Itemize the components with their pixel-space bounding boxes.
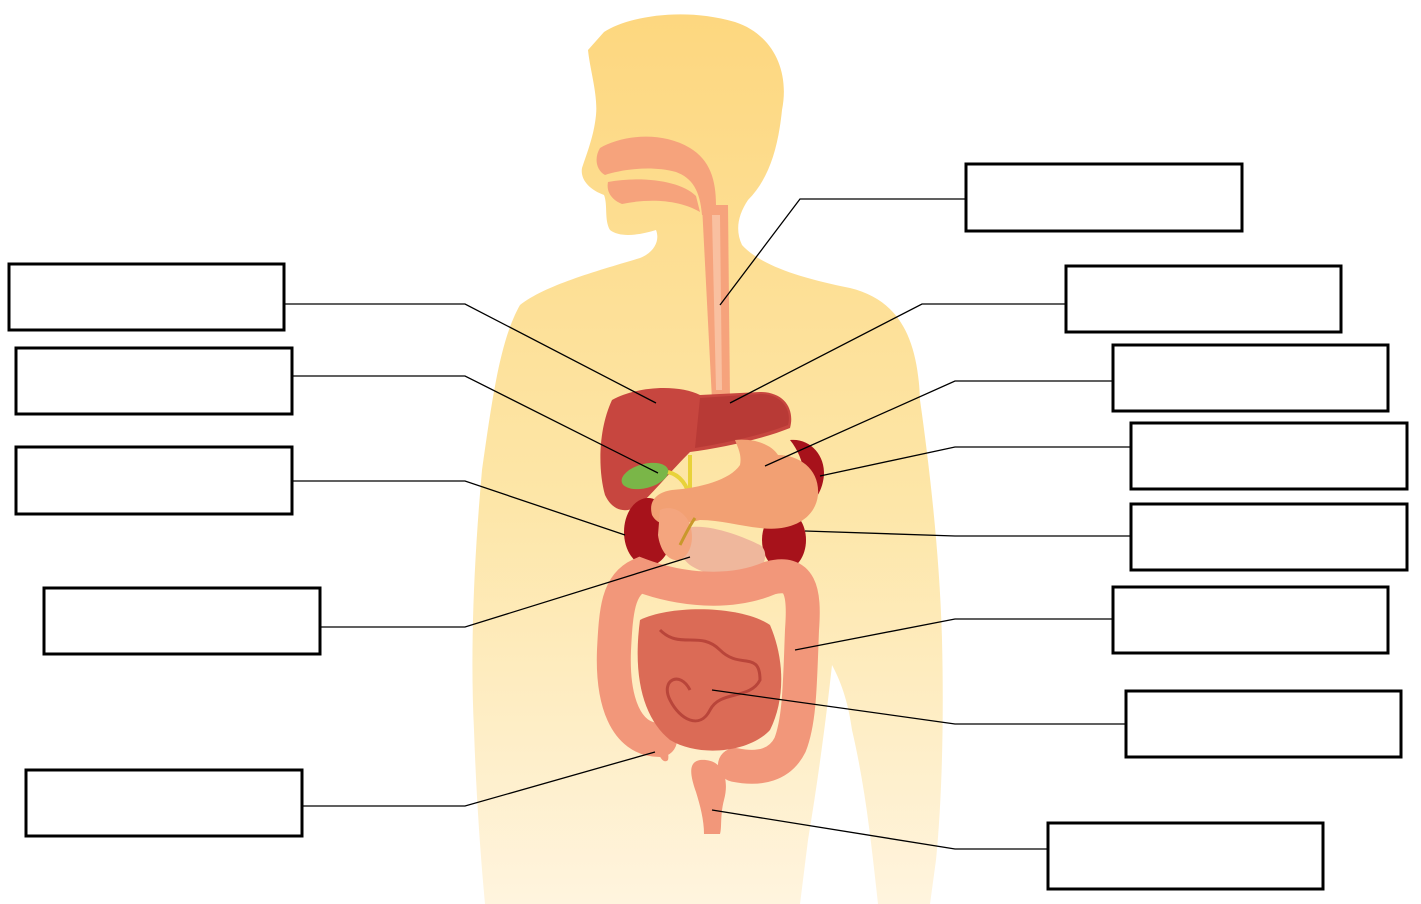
label-kidney[interactable] (1131, 504, 1407, 570)
label-small-intestine[interactable] (1126, 691, 1401, 757)
label-duodenum[interactable] (16, 447, 292, 514)
label-stomach-upper[interactable] (1066, 266, 1341, 332)
label-appendix[interactable] (26, 770, 302, 836)
label-esophagus[interactable] (966, 164, 1242, 231)
label-rectum[interactable] (1048, 823, 1323, 889)
label-pancreas[interactable] (44, 588, 320, 654)
label-large-intestine[interactable] (1113, 587, 1388, 653)
label-spleen[interactable] (1131, 423, 1407, 489)
label-liver[interactable] (9, 264, 284, 330)
label-stomach[interactable] (1113, 345, 1388, 411)
label-gallbladder[interactable] (16, 348, 292, 414)
